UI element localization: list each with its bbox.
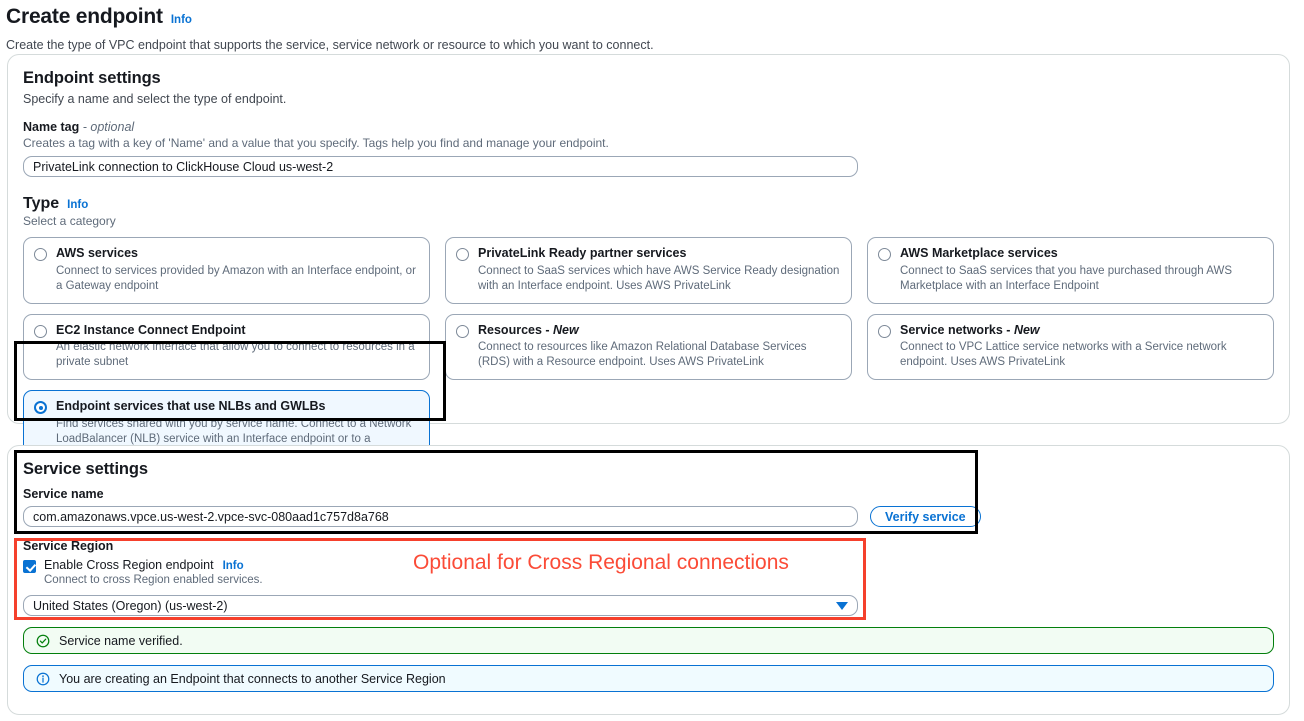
radio-icon [456, 248, 469, 261]
service-region-select[interactable]: United States (Oregon) (us-west-2) [23, 595, 858, 616]
page-title-row: Create endpoint Info [6, 4, 1304, 29]
type-card-body: Service networks - New Connect to VPC La… [900, 323, 1263, 371]
page-title: Create endpoint [6, 5, 163, 28]
endpoint-settings-panel: Endpoint settings Specify a name and sel… [7, 54, 1290, 487]
type-card-resources[interactable]: Resources - New Connect to resources lik… [445, 313, 852, 380]
cross-region-checkbox-label: Enable Cross Region endpoint [44, 558, 214, 572]
type-heading: Type [23, 195, 60, 212]
alert-info-message: You are creating an Endpoint that connec… [59, 671, 446, 686]
service-name-row: com.amazonaws.vpce.us-west-2.vpce-svc-08… [23, 506, 1274, 527]
type-heading-row: Type Info [23, 195, 1274, 213]
type-card-service-networks[interactable]: Service networks - New Connect to VPC La… [867, 313, 1274, 380]
type-card-description: Connect to SaaS services which have AWS … [478, 264, 840, 292]
type-card-body: AWS services Connect to services provide… [56, 246, 419, 294]
name-tag-optional-text: - optional [82, 120, 135, 134]
type-card-body: AWS Marketplace services Connect to SaaS… [900, 246, 1263, 294]
service-name-input[interactable]: com.amazonaws.vpce.us-west-2.vpce-svc-08… [23, 506, 858, 527]
radio-icon-selected [34, 401, 47, 414]
service-settings-inner: Service settings Service name com.amazon… [8, 446, 1289, 692]
radio-icon [456, 324, 469, 338]
header-info-link[interactable]: Info [170, 14, 192, 26]
page-header: Create endpoint Info Create the type of … [0, 0, 1304, 54]
type-card-title: AWS services [56, 246, 138, 260]
type-card-privatelink-ready-partner-services[interactable]: PrivateLink Ready partner services Conne… [445, 237, 852, 304]
endpoint-type-card-grid: AWS services Connect to services provide… [23, 237, 1274, 487]
cross-region-checkbox-text: Enable Cross Region endpoint Info Connec… [44, 558, 263, 586]
info-circle-icon [36, 672, 50, 686]
radio-icon [34, 324, 47, 338]
alert-success-message: Service name verified. [59, 633, 183, 648]
radio-icon [34, 248, 47, 261]
type-card-body: EC2 Instance Connect Endpoint An elastic… [56, 323, 419, 371]
type-card-body: Resources - New Connect to resources lik… [478, 323, 841, 371]
name-tag-hint: Creates a tag with a key of 'Name' and a… [23, 136, 609, 150]
service-settings-panel: Service settings Service name com.amazon… [7, 445, 1290, 715]
type-card-description: Connect to services provided by Amazon w… [56, 264, 416, 292]
radio-icon [878, 248, 891, 261]
cross-region-label-row: Enable Cross Region endpoint Info [44, 558, 263, 572]
endpoint-settings-description: Specify a name and select the type of en… [23, 92, 287, 106]
type-card-title: EC2 Instance Connect Endpoint [56, 322, 246, 337]
endpoint-settings-inner: Endpoint settings Specify a name and sel… [8, 55, 1289, 487]
service-region-label: Service Region [23, 539, 114, 553]
type-card-title: PrivateLink Ready partner services [478, 246, 687, 260]
check-circle-icon [36, 634, 50, 648]
checkbox-checked-icon[interactable] [23, 560, 36, 573]
type-card-aws-services[interactable]: AWS services Connect to services provide… [23, 237, 430, 304]
type-card-title: Endpoint services that use NLBs and GWLB… [56, 399, 326, 413]
cross-region-info-link[interactable]: Info [222, 560, 244, 572]
service-name-label: Service name [23, 487, 104, 501]
type-card-title: Resources - New [478, 322, 579, 337]
annotation-text-cross-region: Optional for Cross Regional connections [413, 551, 789, 574]
name-tag-label-text: Name tag [23, 120, 80, 134]
service-settings-title: Service settings [23, 460, 148, 478]
name-tag-input-value: PrivateLink connection to ClickHouse Clo… [33, 159, 334, 174]
cross-region-hint: Connect to cross Region enabled services… [44, 574, 263, 586]
type-card-description: Connect to resources like Amazon Relatio… [478, 341, 807, 369]
endpoint-settings-title: Endpoint settings [23, 69, 161, 87]
alert-service-name-verified: Service name verified. [23, 627, 1274, 654]
name-tag-input[interactable]: PrivateLink connection to ClickHouse Clo… [23, 156, 858, 177]
type-sub-label: Select a category [23, 214, 116, 228]
type-card-description: Connect to VPC Lattice service networks … [900, 341, 1227, 369]
type-info-link[interactable]: Info [67, 199, 89, 211]
type-card-description: An elastic network interface that allow … [56, 341, 415, 369]
type-card-title: Service networks - New [900, 322, 1040, 337]
type-card-title: AWS Marketplace services [900, 246, 1058, 260]
service-region-selected-value: United States (Oregon) (us-west-2) [33, 598, 228, 613]
name-tag-label: Name tag - optional [23, 120, 1274, 134]
service-region-block: Service Region Enable Cross Region endpo… [23, 539, 1274, 616]
page-description: Create the type of VPC endpoint that sup… [6, 38, 654, 53]
type-card-description: Connect to SaaS services that you have p… [900, 264, 1232, 292]
type-card-aws-marketplace-services[interactable]: AWS Marketplace services Connect to SaaS… [867, 237, 1274, 304]
service-name-input-value: com.amazonaws.vpce.us-west-2.vpce-svc-08… [33, 509, 389, 524]
verify-service-button[interactable]: Verify service [870, 506, 981, 527]
radio-icon [878, 324, 891, 338]
type-card-body: PrivateLink Ready partner services Conne… [478, 246, 841, 294]
chevron-down-icon [836, 601, 848, 610]
cross-region-checkbox-row[interactable]: Enable Cross Region endpoint Info Connec… [23, 558, 1274, 586]
alert-cross-region-notice: You are creating an Endpoint that connec… [23, 665, 1274, 692]
type-card-ec2-instance-connect-endpoint[interactable]: EC2 Instance Connect Endpoint An elastic… [23, 313, 430, 380]
